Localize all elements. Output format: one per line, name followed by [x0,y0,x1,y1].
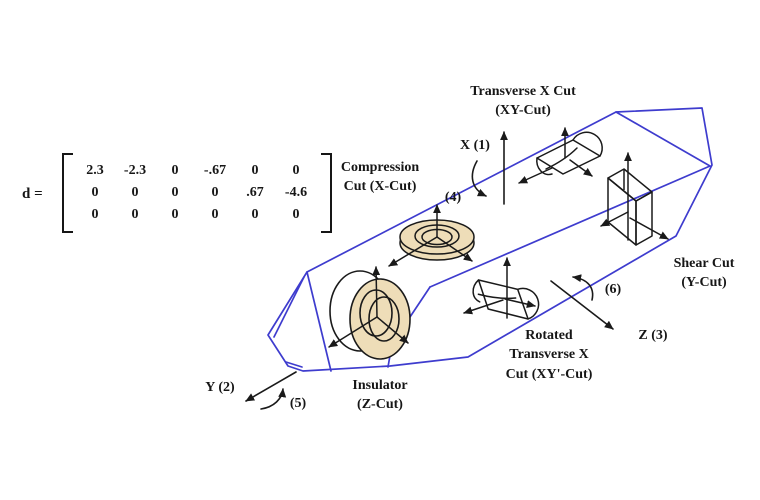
rotation-4-curved-arrow [471,160,487,197]
matrix-cell: 0 [292,207,300,222]
insulator-hole-front [368,296,400,342]
matrix-cell: 0 [91,207,99,222]
matrix-cell: 0 [211,207,219,222]
label-marker-6: (6) [604,282,622,297]
label-y-axis: Y (2) [205,380,235,395]
shear-arrow-left [600,211,629,227]
label-line: Cut (X-Cut) [343,179,417,195]
label-line: (Z-Cut) [357,397,403,413]
transverse-half-cylinder [536,131,603,176]
shear-arrow-right [629,217,669,240]
label-insulator: Insulator (Z-Cut) [352,376,407,415]
box-right-face [635,191,653,246]
matrix-cell: -2.3 [123,163,147,178]
matrix-cell: 0 [171,185,179,200]
insulator-arrow-right [376,316,409,344]
label-line: (Y-Cut) [681,275,727,291]
shear-box [607,168,653,246]
d-matrix-grid: 2.3 -2.3 0 -.67 0 0 0 0 0 0 .67 -4.6 0 0… [76,160,318,226]
rotation-6-curved-arrow [572,274,594,301]
label-line: Shear Cut [673,256,735,271]
crystal-right-end-facet [615,111,711,167]
matrix-cell: 0 [171,163,179,178]
compression-arrow-left [388,236,438,267]
label-x-axis: X (1) [460,138,490,153]
transverse-arrow-left [518,167,553,184]
crystal-outer-face [267,107,713,372]
z-axis-arrow [550,280,614,330]
matrix-cell: 2.3 [86,163,104,178]
matrix-cell: 0 [292,163,300,178]
label-transverse-x-cut: Transverse X Cut (XY-Cut) [470,82,576,121]
crystal-ridge-line [429,165,711,288]
y-axis-arrow [245,371,297,402]
d-matrix: 2.3 -2.3 0 -.67 0 0 0 0 0 0 .67 -4.6 0 0… [62,153,332,233]
label-line: Cut (XY'-Cut) [505,366,593,382]
label-line: (XY-Cut) [495,103,551,119]
matrix-cell: 0 [211,185,219,200]
label-marker-4: (4) [444,190,462,205]
transverse-arrow-right [569,159,593,177]
rotated-arrow-left [463,299,504,315]
label-line: Transverse X [509,347,589,363]
crystal-left-bevel [273,276,305,338]
insulator-arrow-left [328,316,378,348]
label-shear-cut: Shear Cut (Y-Cut) [674,254,735,293]
matrix-cell: 0 [171,207,179,222]
device-arrows [328,127,669,348]
rotation-5-curved-arrow [260,388,287,410]
label-line: Insulator [352,378,408,393]
matrix-cell: 0 [251,163,259,178]
label-line: Rotated [525,328,573,343]
label-line: Compression [340,160,420,175]
matrix-symbol: d = [22,186,43,202]
matrix-cell: .67 [246,185,264,200]
insulator-arrow-up [372,266,381,318]
label-rotated-transverse-cut: Rotated Transverse X Cut (XY'-Cut) [506,326,593,384]
matrix-cell: 0 [251,207,259,222]
matrix-cell: -.67 [203,163,227,178]
label-compression-cut: Compression Cut (X-Cut) [341,158,419,197]
box-front-face [607,177,637,246]
axis-arrows [245,131,614,410]
label-marker-5: (5) [289,396,307,411]
matrix-cell: -4.6 [284,185,308,200]
matrix-cell: 0 [131,185,139,200]
insulator-disc [329,270,411,360]
label-z-axis: Z (3) [638,328,668,343]
label-line: Transverse X Cut [470,84,576,99]
crystal-left-face-divider [306,271,332,372]
matrix-cell: 0 [131,207,139,222]
rotated-arrow-right [504,298,536,309]
matrix-cell: 0 [91,185,99,200]
crystal-left-tip-facet [285,361,303,368]
compression-arrow-right [436,236,473,262]
